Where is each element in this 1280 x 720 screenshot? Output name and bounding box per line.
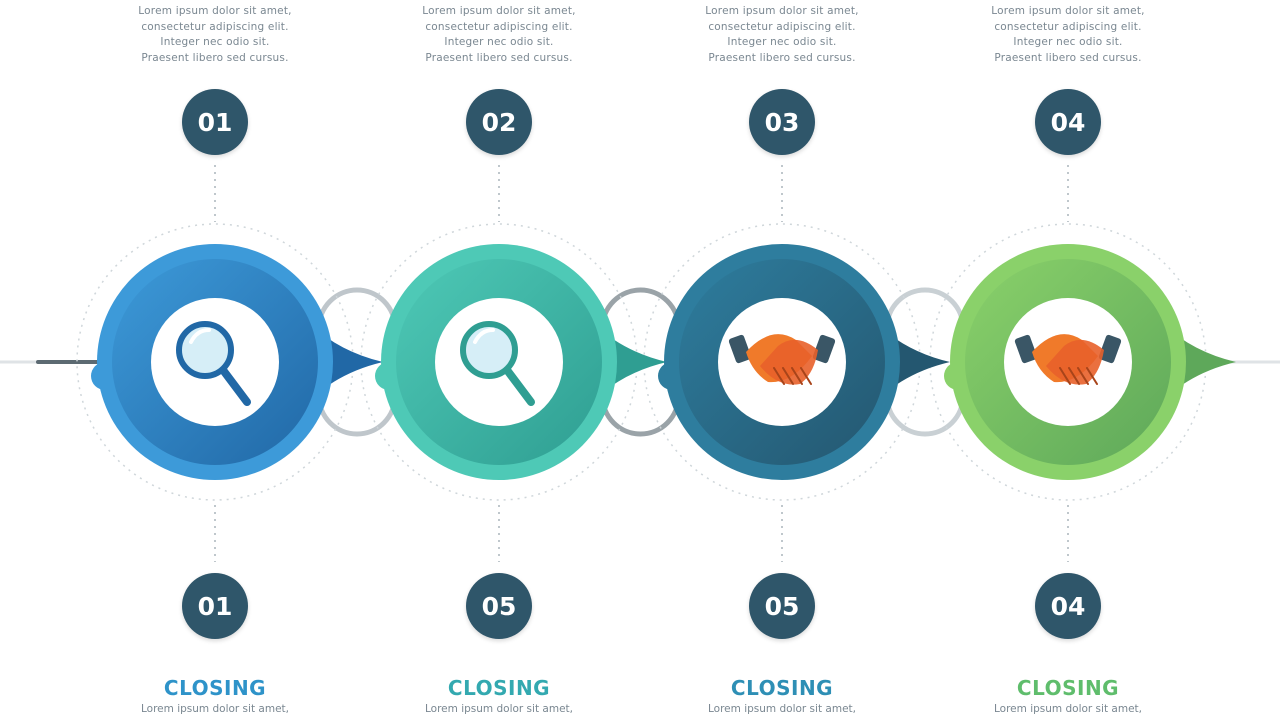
step-3-desc-line-3: Integer nec odio sit. <box>727 36 837 48</box>
step-2-bottom-number: 05 <box>466 573 532 639</box>
step-1-desc-line-1: Lorem ipsum dolor sit amet, <box>138 5 292 17</box>
step-1-top-number: 01 <box>182 89 248 155</box>
step-2-desc-line-3: Integer nec odio sit. <box>444 36 554 48</box>
step-3-desc-line-2: consectetur adipiscing elit. <box>708 20 856 33</box>
step-2-footer-text: Lorem ipsum dolor sit amet, <box>425 703 573 715</box>
step-3-top-number: 03 <box>749 89 815 155</box>
step-1-footer-text: Lorem ipsum dolor sit amet, <box>141 703 289 715</box>
step-2-desc-line-4: Praesent libero sed cursus. <box>425 51 573 64</box>
step-3-description: Lorem ipsum dolor sit amet, consectetur … <box>662 4 902 66</box>
step-1-title: CLOSING <box>163 676 267 700</box>
step-3-desc-line-1: Lorem ipsum dolor sit amet, <box>705 5 859 17</box>
step-2-top-number: 02 <box>466 89 532 155</box>
step-2-title: CLOSING <box>447 676 551 700</box>
step-3-footer-text: Lorem ipsum dolor sit amet, <box>708 703 856 715</box>
step-2-magnifier-icon <box>460 321 535 406</box>
step-column-3: Lorem ipsum dolor sit amet, consectetur … <box>662 0 902 720</box>
step-2-desc-line-1: Lorem ipsum dolor sit amet, <box>422 5 576 17</box>
step-2-desc-line-2: consectetur adipiscing elit. <box>425 20 573 33</box>
step-4-desc-line-1: Lorem ipsum dolor sit amet, <box>991 5 1145 17</box>
step-column-4: Lorem ipsum dolor sit amet, consectetur … <box>948 0 1188 720</box>
step-4-title: CLOSING <box>1016 676 1120 700</box>
step-1-desc-line-4: Praesent libero sed cursus. <box>141 51 289 64</box>
step-3-bottom-number: 05 <box>749 573 815 639</box>
step-4-description: Lorem ipsum dolor sit amet, consectetur … <box>948 4 1188 66</box>
step-1-description: Lorem ipsum dolor sit amet, consectetur … <box>95 4 335 66</box>
step-3-handshake-icon <box>728 334 836 385</box>
step-4-desc-line-3: Integer nec odio sit. <box>1013 36 1123 48</box>
step-3-desc-line-4: Praesent libero sed cursus. <box>708 51 856 64</box>
step-column-1: Lorem ipsum dolor sit amet, consectetur … <box>95 0 335 720</box>
step-column-2: Lorem ipsum dolor sit amet, consectetur … <box>379 0 619 720</box>
step-1-bottom-number: 01 <box>182 573 248 639</box>
step-4-desc-line-2: consectetur adipiscing elit. <box>994 20 1142 33</box>
step-2-description: Lorem ipsum dolor sit amet, consectetur … <box>379 4 619 66</box>
step-4-bottom-number: 04 <box>1035 573 1101 639</box>
step-3-title: CLOSING <box>730 676 834 700</box>
step-4-desc-line-4: Praesent libero sed cursus. <box>994 51 1142 64</box>
step-4-handshake-icon <box>1014 334 1122 385</box>
step-1-magnifier-icon <box>176 321 251 406</box>
step-4-top-number: 04 <box>1035 89 1101 155</box>
step-1-desc-line-3: Integer nec odio sit. <box>160 36 270 48</box>
step-4-footer-text: Lorem ipsum dolor sit amet, <box>994 703 1142 715</box>
step-1-desc-line-2: consectetur adipiscing elit. <box>141 20 289 33</box>
